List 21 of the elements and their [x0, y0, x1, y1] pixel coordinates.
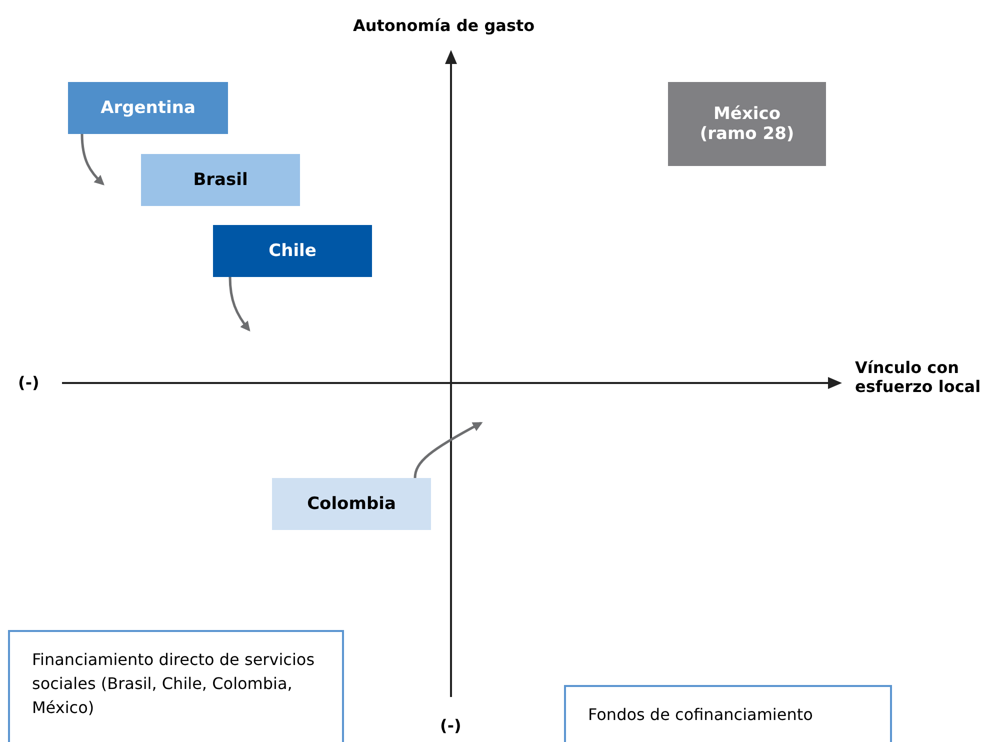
arrow: [228, 276, 250, 332]
arrow: [414, 422, 483, 478]
box-label: Brasil: [193, 170, 248, 190]
box-label: Chile: [268, 241, 316, 261]
axis-end-label: (-): [440, 716, 462, 735]
country-box: [213, 225, 372, 277]
note-box: [8, 630, 344, 742]
box-label: Argentina: [100, 98, 196, 118]
arrow: [80, 134, 104, 186]
note-text: Fondos de cofinanciamiento: [588, 704, 813, 726]
note-text: Financiamiento directo de servicios sociales (Brasil, Chile, Colombia, México): [32, 649, 316, 719]
axis-end-label: (-): [18, 373, 40, 392]
country-box: [272, 478, 431, 530]
axis-title: Autonomía de gasto: [353, 16, 535, 35]
country-box: [141, 154, 300, 206]
note-box: [564, 685, 892, 742]
country-box: [68, 82, 228, 134]
axis-title: Vínculo con esfuerzo local: [855, 358, 982, 396]
country-box: [668, 82, 826, 166]
box-label: México (ramo 28): [698, 104, 796, 144]
box-label: Colombia: [307, 494, 396, 514]
